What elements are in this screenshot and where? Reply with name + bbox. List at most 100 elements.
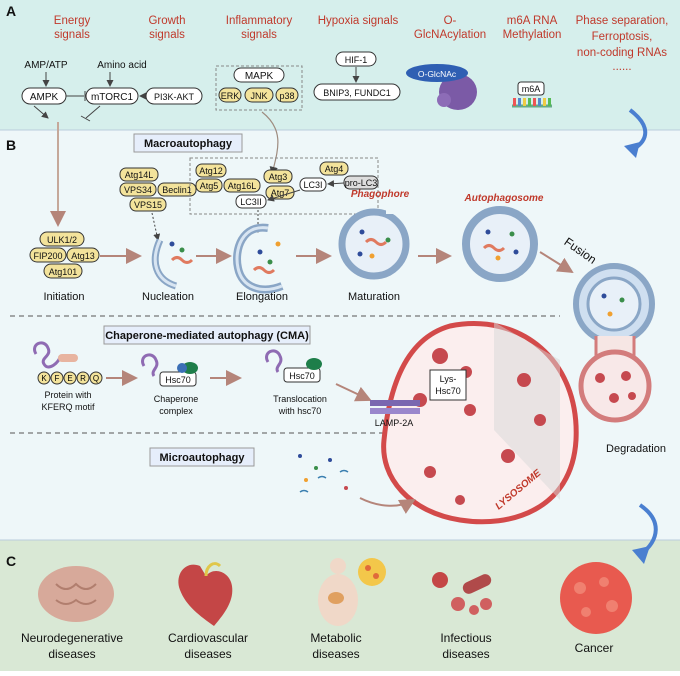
disease-infectious-2: diseases <box>442 647 489 661</box>
lc3i-label: LC3I <box>303 180 322 190</box>
translocation-hsc70-label: Hsc70 <box>289 371 315 381</box>
chaperone-cochaperone-2 <box>177 363 187 373</box>
micro-title-box <box>149 447 255 467</box>
arrow-panel-a-to-b-head <box>624 142 640 158</box>
elongation-cargo <box>252 241 281 274</box>
stage-nucleation: Nucleation <box>142 291 194 303</box>
translocation-cochaperone <box>306 358 322 370</box>
arrow-micro <box>359 497 416 514</box>
mapk-to-atg-arrow <box>261 111 279 176</box>
prolc3-label: pro-LC3 <box>345 178 378 188</box>
vps34-label: VPS34 <box>124 185 152 195</box>
beclin1-label: Beclin1 <box>162 185 192 195</box>
lc3ii-label: LC3II <box>240 197 262 207</box>
stage-maturation: Maturation <box>348 291 400 303</box>
m6a-node <box>517 81 545 96</box>
signal-energy-2: signals <box>54 29 90 41</box>
stage-elongation: Elongation <box>236 291 288 303</box>
signal-phase-4: ...... <box>612 61 631 73</box>
chaperone-hsc70 <box>159 371 197 387</box>
lamp2a-label: LAMP-2A <box>375 418 414 428</box>
atg13-node <box>66 247 100 263</box>
bnip3-node <box>313 83 401 101</box>
signal-oglcnac-1: O- <box>444 15 457 27</box>
jnk-node <box>244 87 274 103</box>
fip200-label: FIP200 <box>33 251 62 261</box>
arrow-lc3i-lc3ii <box>267 189 301 202</box>
autolysosome-upper-inner <box>586 276 642 332</box>
arrow-panel-b-to-c-head <box>632 546 650 564</box>
signal-phase-1: Phase separation, <box>576 15 669 27</box>
kferq-letter-f: F <box>55 374 60 383</box>
lc3i-node <box>299 177 327 192</box>
atg3-label: Atg3 <box>269 172 288 182</box>
autophagosome-label: Autophagosome <box>464 193 544 204</box>
inhibit-mtorc1-down <box>85 105 101 119</box>
autolysosome-lower <box>578 349 652 423</box>
mapk-node <box>233 67 285 83</box>
phagophore-cargo <box>357 229 391 259</box>
brain-icon <box>38 566 114 622</box>
signal-m6a-2: Methylation <box>503 29 562 41</box>
pi3k-akt-node <box>145 87 203 105</box>
disease-metabolic-2: diseases <box>312 647 359 661</box>
p38-node <box>275 87 299 103</box>
lys-hsc70-line2: Hsc70 <box>435 386 461 396</box>
atg5-label: Atg5 <box>200 181 219 191</box>
cma-step2-line1: Chaperone <box>154 394 199 404</box>
cma-step3-line1: Translocation <box>273 394 327 404</box>
amp-atp-label: AMP/ATP <box>24 60 67 71</box>
signal-oglcnac-2: GlcNAcylation <box>414 29 486 41</box>
inhibit-bar-2 <box>80 115 91 122</box>
chaperone-hsc70-label: Hsc70 <box>165 375 191 385</box>
body-icon <box>318 558 386 626</box>
pi3k-akt-label: PI3K-AKT <box>154 92 195 102</box>
atg101-label: Atg101 <box>49 267 78 277</box>
beclin1-node <box>157 182 197 197</box>
degradation-label: Degradation <box>606 443 666 455</box>
mapk-label: MAPK <box>245 71 274 82</box>
atg16l-node <box>223 178 261 193</box>
kferq-letter-q: Q <box>93 374 99 383</box>
disease-metabolic-1: Metabolic <box>310 631 361 645</box>
signal-energy-1: Energy <box>54 15 91 27</box>
disease-neuro-1: Neurodegenerative <box>21 631 123 645</box>
p38-label: p38 <box>279 91 294 101</box>
ulk12-node <box>39 231 85 247</box>
lys-hsc70-line1: Lys- <box>440 374 457 384</box>
autophagosome-membrane <box>462 206 538 282</box>
cma-step2-line2: complex <box>159 406 193 416</box>
phagophore-label: Phagophore <box>351 189 410 200</box>
vps34-node <box>119 182 157 197</box>
kferq-protein-icon <box>33 341 62 369</box>
disease-infectious-1: Infectious <box>440 631 491 645</box>
hif1-label: HIF-1 <box>345 55 368 65</box>
ampk-label: AMPK <box>30 92 59 103</box>
heart-icon <box>178 562 233 626</box>
mtorc1-label: mTORC1 <box>91 92 133 103</box>
fip200-node <box>29 247 67 263</box>
kferq-letter-k: K <box>41 374 47 383</box>
panel-c-label: C <box>6 553 16 569</box>
signal-m6a-1: m6A RNA <box>507 15 558 27</box>
atg3-node <box>263 169 293 184</box>
disease-cardio-1: Cardiovascular <box>168 631 248 645</box>
hif1-node <box>335 51 377 67</box>
micro-title: Microautophagy <box>160 452 246 464</box>
prolc3-node <box>343 175 379 190</box>
mapk-dashed-box <box>215 65 303 111</box>
disease-cardio-2: diseases <box>184 647 231 661</box>
translocation-protein-icon <box>265 349 283 373</box>
erk-label: ERK <box>221 91 240 101</box>
cma-title: Chaperone-mediated autophagy (CMA) <box>105 330 309 342</box>
erk-node <box>218 87 242 103</box>
amino-acid-label: Amino acid <box>97 60 146 71</box>
cma-step1-line1: Protein with <box>44 390 91 400</box>
elongation-dashed-box <box>189 157 379 215</box>
atg7-label: Atg7 <box>271 188 290 198</box>
oglcnac-protein-bump <box>437 93 451 107</box>
stage-initiation: Initiation <box>44 291 85 303</box>
lc3ii-node <box>235 194 267 209</box>
